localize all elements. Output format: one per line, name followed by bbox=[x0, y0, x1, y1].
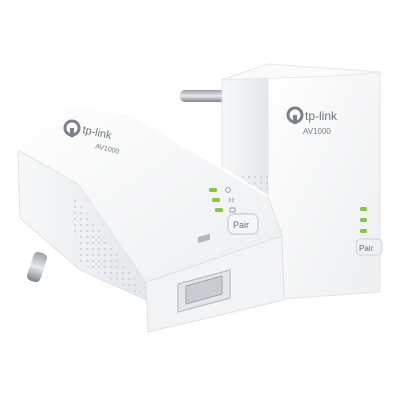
left-tplink-logo-icon bbox=[63, 119, 81, 137]
right-adapter-front bbox=[267, 63, 381, 301]
left-top-edge bbox=[17, 102, 269, 197]
right-led-power bbox=[360, 207, 367, 211]
left-vent-dots bbox=[70, 190, 142, 296]
left-led-power bbox=[209, 188, 217, 192]
left-plug-pin bbox=[27, 251, 47, 283]
left-pair-label: Pair bbox=[233, 220, 249, 230]
right-tplink-logo-icon bbox=[286, 106, 304, 124]
right-plug-pin bbox=[180, 90, 228, 102]
powerline-symbol-icon bbox=[228, 197, 234, 203]
power-symbol-icon bbox=[225, 187, 231, 193]
ethernet-port[interactable] bbox=[177, 233, 231, 313]
left-pair-button[interactable] bbox=[227, 213, 259, 235]
right-brand-text: tp-link bbox=[305, 109, 338, 123]
ethernet-symbol-icon bbox=[229, 207, 236, 213]
right-pair-label: Pair bbox=[359, 244, 374, 253]
right-pair-button[interactable] bbox=[355, 238, 383, 256]
right-model-text: AV1000 bbox=[303, 127, 331, 136]
left-adapter: tp-link AV1000 Pair bbox=[17, 102, 285, 333]
right-adapter-top bbox=[221, 63, 381, 81]
left-led-ethernet bbox=[215, 208, 223, 212]
right-led-powerline bbox=[360, 218, 367, 222]
right-led-ethernet bbox=[360, 229, 367, 233]
left-led-powerline bbox=[212, 198, 220, 202]
